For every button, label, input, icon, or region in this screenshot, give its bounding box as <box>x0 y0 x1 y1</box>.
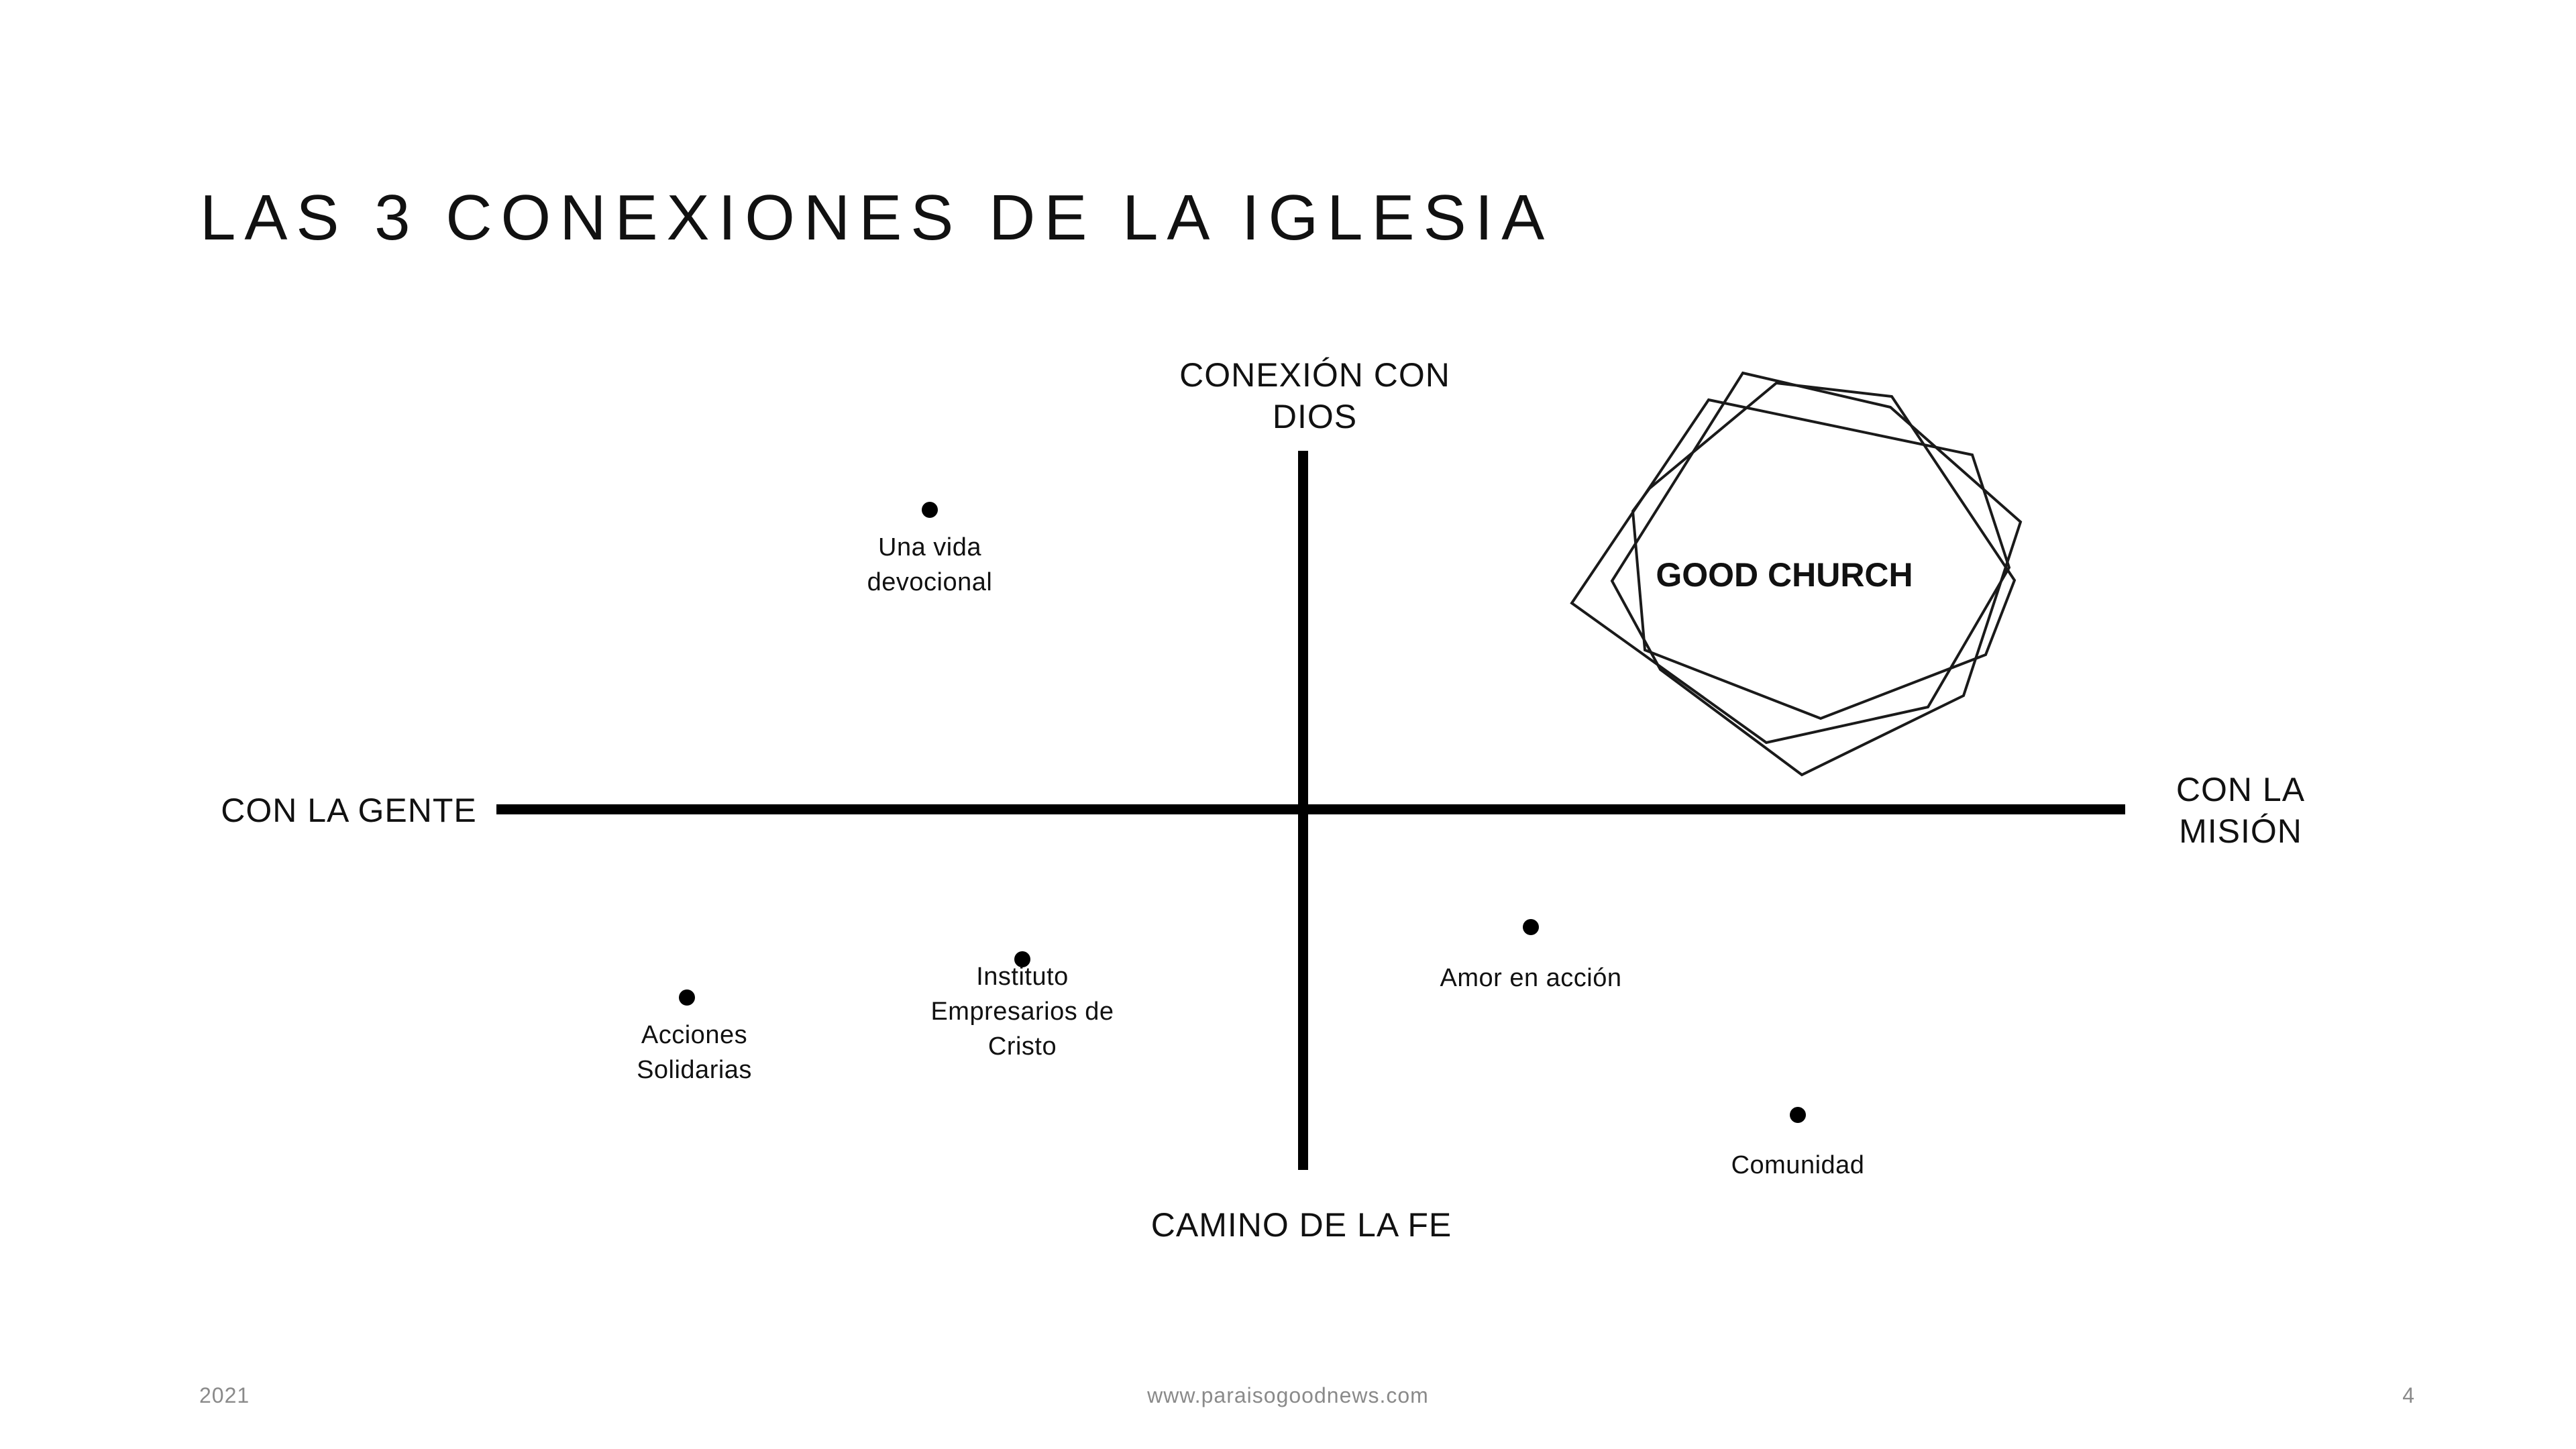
axis-label-top-line: DIOS <box>1272 398 1358 435</box>
point-label: Comunidad <box>1657 1148 1939 1183</box>
point-marker <box>679 989 695 1006</box>
point-label-line: Una vida <box>878 533 981 561</box>
axis-label-bottom: CAMINO DE LA FE <box>1150 1206 1452 1244</box>
point-label-line: Solidarias <box>637 1056 752 1084</box>
point-label: Amor en acción <box>1390 961 1672 996</box>
point-label: Instituto Empresarios de Cristo <box>881 959 1163 1064</box>
point-label-line: Amor en acción <box>1440 964 1622 992</box>
axis-label-right-line: MISIÓN <box>2179 812 2302 850</box>
point-marker <box>1014 951 1030 967</box>
footer-page-number: 4 <box>2402 1383 2415 1407</box>
slide-title: LAS 3 CONEXIONES DE LA IGLESIA <box>200 182 1554 254</box>
vertical-axis <box>1298 451 1308 1170</box>
point-marker <box>1523 919 1539 935</box>
point-label: Una vida devocional <box>789 530 1071 600</box>
footer-url: www.paraisogoodnews.com <box>1147 1383 1429 1407</box>
point-label-line: Cristo <box>987 1032 1057 1061</box>
overlapping-polygons-logo-icon <box>1570 371 2023 777</box>
axis-label-right: CON LA MISIÓN <box>2133 769 2348 852</box>
axis-label-left: CON LA GENTE <box>221 792 477 829</box>
logo-text: GOOD CHURCH <box>1656 556 1913 594</box>
point-label: Acciones Solidarias <box>553 1018 835 1087</box>
point-label-line: Acciones <box>641 1021 748 1049</box>
horizontal-axis <box>496 804 2125 814</box>
point-label-line: Instituto <box>976 963 1069 991</box>
point-label-line: Comunidad <box>1731 1151 1865 1179</box>
point-label-line: devocional <box>867 568 993 596</box>
point-marker <box>922 502 938 518</box>
axis-label-top-line: CONEXIÓN CON <box>1179 356 1450 394</box>
point-marker <box>1790 1107 1806 1123</box>
axis-label-top: CONEXIÓN CON DIOS <box>1140 354 1489 437</box>
footer-year: 2021 <box>199 1383 250 1407</box>
axis-label-right-line: CON LA <box>2176 771 2306 808</box>
point-label-line: Empresarios de <box>930 998 1114 1026</box>
